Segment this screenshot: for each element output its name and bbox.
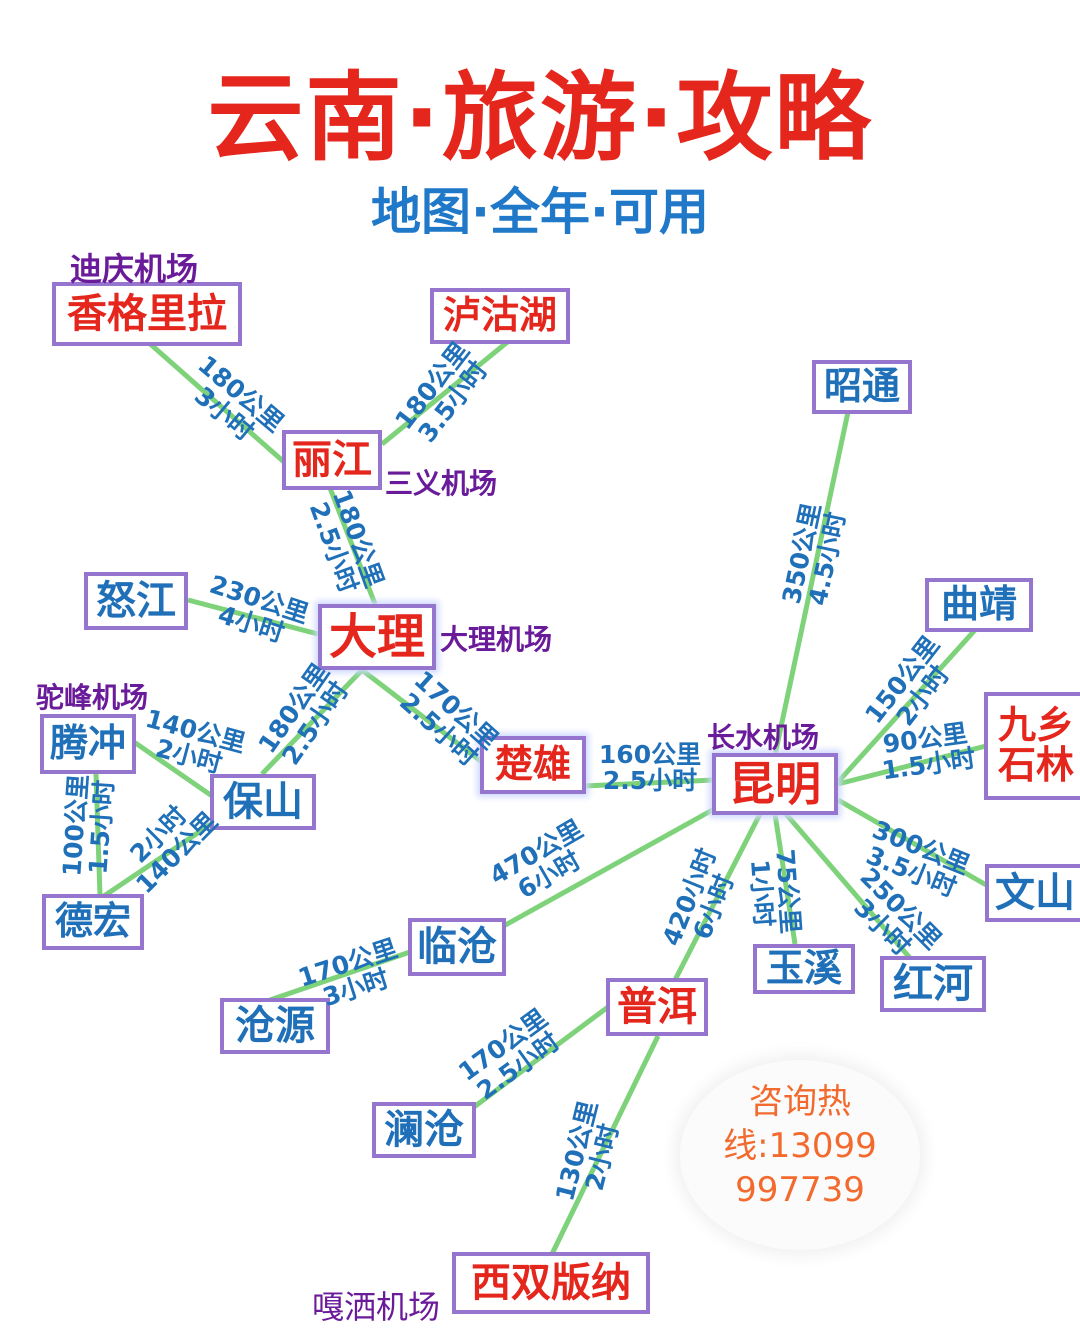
airport-diqing: 迪庆机场 [70,250,199,288]
hotline-bubble [680,1060,920,1250]
route-label-tengchong-dehong: 100公里 1.5小时 [57,773,120,878]
route-label-yuxi-kunming: 75公里 1小时 [744,847,806,935]
airport-tuofeng: 驼峰机场 [36,681,149,714]
airport-changshui: 长水机场 [707,721,820,754]
node-tengchong: 腾冲 [40,714,136,774]
route-line-lancang-puer [468,1001,614,1113]
node-honghe: 红河 [880,956,986,1012]
node-lijiang: 丽江 [282,430,382,490]
route-label-chuxiong-kunming: 160公里 2.5小时 [598,740,702,796]
route-line-yuxi-kunming [772,813,798,945]
node-dehong: 德宏 [42,894,144,950]
route-line-honghe-kunming [784,812,912,960]
route-line-tengchong-baoshan [132,739,214,799]
route-line-jiuxiang-kunming [837,743,987,787]
node-luguhu: 泸沽湖 [430,288,570,344]
hotline-text: 咨询热 线:13099 997739 [680,1080,920,1213]
route-line-zhaotong-kunming [772,411,851,756]
node-zhaotong: 昭通 [812,360,912,414]
route-line-chuxiong-kunming [583,777,715,789]
route-line-puer-kunming [672,812,763,982]
hotline-line-1: 咨询热 [749,1082,851,1122]
airport-gasa: 嘎洒机场 [312,1288,441,1326]
node-cangyuan: 沧源 [220,998,330,1054]
node-nujiang: 怒江 [84,572,188,630]
route-line-qujing-kunming [836,628,977,784]
hotline-line-3: 997739 [735,1170,865,1211]
route-line-xgll-lijiang [146,340,286,464]
route-line-baoshan-dehong [102,819,216,899]
airport-sanyi: 三义机场 [385,467,498,500]
route-line-tengchong-dehong [93,773,103,897]
node-qujing: 曲靖 [925,578,1033,632]
node-puer: 普洱 [606,978,708,1036]
route-line-cangyuan-lincang [269,949,411,1003]
node-xianggelila: 香格里拉 [52,282,242,346]
airport-dali: 大理机场 [440,623,553,656]
route-line-lincang-kunming [498,805,718,931]
route-line-dali-chuxiong [360,668,484,764]
node-yuxi: 玉溪 [753,944,855,994]
route-line-dali-baoshan [260,668,364,776]
node-chuxiong: 楚雄 [480,736,586,794]
node-wenshan: 文山 [985,864,1080,922]
page-subtitle: 地图·全年·可用 [371,183,709,241]
node-lincang: 临沧 [408,918,506,976]
route-line-xsbn-puer [549,1034,661,1256]
node-lancang: 澜沧 [372,1102,476,1158]
node-xishuangbanna: 西双版纳 [452,1252,650,1314]
hotline-line-2: 线:13099 [723,1126,877,1167]
node-baoshan: 保山 [210,774,316,830]
node-dali: 大理 [318,604,436,670]
node-kunming: 昆明 [712,753,838,815]
node-jiuxiang: 九乡 石林 [984,692,1080,800]
page-title: 云南·旅游·攻略 [207,62,873,174]
route-line-lijiang-dali [327,487,378,605]
route-line-lgh-lijiang [380,338,512,446]
route-line-nujiang-dali [187,597,319,637]
route-line-wenshan-kunming [836,797,990,889]
